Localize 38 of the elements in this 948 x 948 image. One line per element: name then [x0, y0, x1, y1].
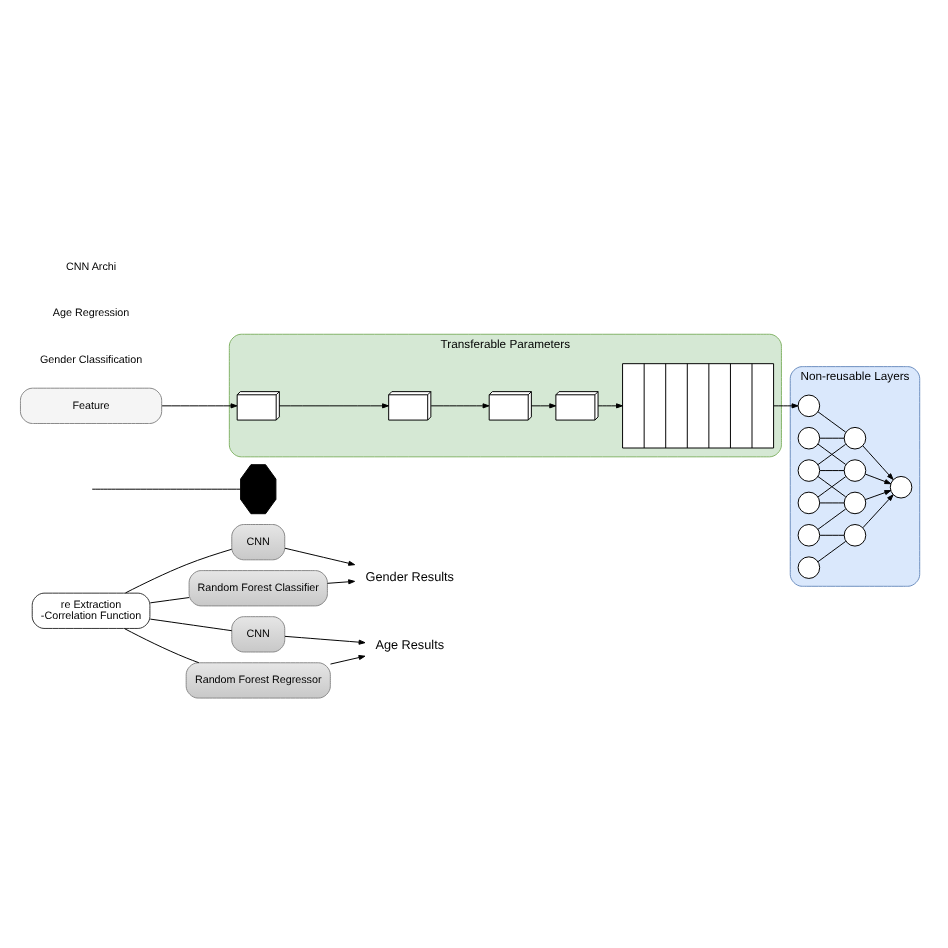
arrow: [864, 473, 892, 485]
connector: [91, 488, 241, 490]
arrow: [864, 490, 892, 501]
node-circle: [797, 394, 821, 418]
connector: [817, 540, 847, 563]
connector: [817, 476, 847, 498]
arrow: [284, 547, 356, 566]
node-circle: [797, 459, 821, 482]
connector: [149, 597, 190, 604]
arrow: [862, 445, 894, 480]
arrow: [597, 403, 623, 409]
arrow: [278, 403, 389, 409]
arrow: [430, 403, 490, 409]
node-circle: [843, 524, 867, 547]
node-circle: [797, 491, 821, 515]
node-circle: [797, 426, 821, 450]
node-circle: [843, 459, 867, 482]
arrow: [330, 655, 366, 665]
connector: [817, 411, 847, 433]
node-circle: [797, 524, 821, 547]
connector: [817, 508, 847, 530]
arrow: [530, 403, 557, 409]
connector: [819, 502, 845, 504]
node-circle: [843, 426, 867, 450]
arrow: [773, 403, 799, 409]
arrow: [161, 403, 238, 409]
connector: [819, 437, 845, 439]
node-circle: [843, 491, 867, 515]
arrow: [862, 494, 894, 529]
connector: [124, 628, 200, 664]
node-circle: [797, 556, 821, 579]
connector: [125, 548, 233, 594]
connector: [819, 470, 845, 472]
node-person: [240, 464, 277, 515]
connector: [819, 534, 845, 536]
connector: [149, 618, 233, 632]
arrow: [326, 579, 356, 585]
arrow: [284, 635, 366, 645]
